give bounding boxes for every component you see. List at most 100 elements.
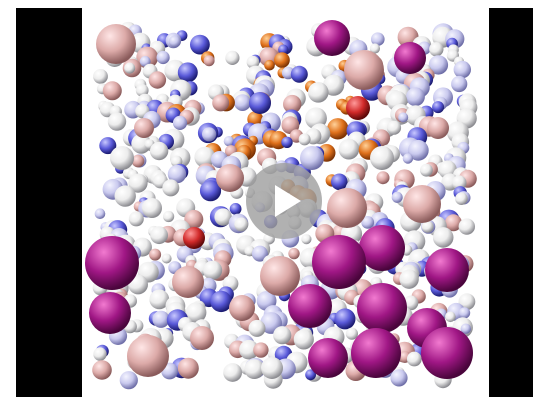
play-button[interactable] [246, 163, 322, 239]
sphere [177, 357, 199, 379]
sphere [261, 357, 283, 379]
sphere [293, 329, 314, 350]
sphere [210, 290, 232, 313]
sphere [184, 209, 204, 229]
sphere [288, 247, 300, 260]
sphere [444, 214, 462, 232]
sphere [406, 87, 425, 107]
sphere [96, 24, 136, 64]
sphere [124, 62, 136, 74]
sphere [190, 34, 210, 55]
sphere [376, 171, 390, 185]
sphere [234, 94, 251, 111]
sphere [223, 136, 235, 147]
sphere [369, 43, 380, 54]
sphere [92, 360, 112, 380]
sphere [131, 133, 152, 154]
sphere [281, 136, 293, 148]
sphere [420, 163, 433, 177]
sphere [185, 302, 207, 323]
video-frame [82, 8, 489, 397]
sphere [89, 292, 131, 334]
sphere [357, 283, 407, 333]
sphere [334, 308, 356, 330]
sphere [371, 32, 385, 46]
sphere [194, 146, 216, 168]
sphere [406, 351, 422, 367]
sphere [432, 227, 454, 248]
sphere [168, 35, 181, 48]
sphere [148, 71, 167, 89]
sphere [312, 235, 366, 289]
sphere [338, 138, 360, 160]
sphere [361, 216, 375, 229]
sphere [199, 180, 222, 202]
sphere [428, 55, 449, 75]
sphere [458, 307, 471, 319]
sphere [203, 55, 215, 67]
sphere [149, 289, 170, 310]
sphere [407, 139, 429, 161]
sphere [128, 211, 144, 227]
sphere [359, 225, 405, 271]
sphere [216, 164, 244, 192]
sphere [394, 42, 426, 74]
sphere [300, 146, 324, 170]
sphere [346, 96, 370, 120]
sphere [327, 118, 349, 140]
sphere [161, 253, 172, 264]
sphere [149, 248, 162, 261]
sphere [142, 198, 162, 218]
sphere [149, 141, 169, 161]
sphere [162, 179, 180, 197]
sphere [427, 117, 449, 139]
sphere [183, 227, 205, 249]
sphere [156, 50, 170, 65]
sphere [391, 191, 403, 203]
sphere [134, 118, 154, 138]
sphere [421, 220, 434, 233]
sphere [102, 81, 122, 101]
sphere [152, 310, 170, 328]
sphere [239, 339, 259, 360]
sphere [167, 164, 187, 184]
play-icon [275, 185, 301, 217]
sphere [163, 210, 175, 223]
sphere [403, 185, 441, 223]
sphere [345, 327, 358, 340]
sphere [290, 65, 308, 83]
sphere [244, 359, 265, 379]
sphere [114, 185, 136, 207]
sphere [370, 146, 394, 170]
sphere [398, 112, 409, 123]
sphere [403, 295, 419, 311]
sphere [314, 20, 350, 56]
sphere [390, 369, 408, 387]
sphere [458, 218, 475, 235]
sphere [139, 56, 151, 67]
sphere [127, 335, 169, 377]
sphere [305, 369, 316, 381]
sphere [425, 248, 469, 292]
sphere [251, 245, 268, 262]
sphere [110, 146, 134, 170]
sphere [451, 175, 467, 190]
sphere [172, 266, 204, 298]
sphere [386, 120, 402, 135]
sphere [99, 137, 117, 155]
video-player[interactable] [16, 8, 533, 397]
sphere [429, 42, 444, 57]
sphere [177, 62, 198, 83]
sphere [253, 342, 269, 358]
sphere [131, 154, 145, 168]
sphere [432, 101, 445, 114]
sphere [259, 47, 279, 67]
sphere [150, 226, 168, 245]
sphere [264, 59, 275, 71]
sphere [249, 92, 271, 114]
sphere [93, 347, 107, 361]
sphere [331, 173, 348, 191]
sphere [308, 338, 348, 378]
sphere [460, 323, 471, 334]
sphere [214, 208, 232, 226]
